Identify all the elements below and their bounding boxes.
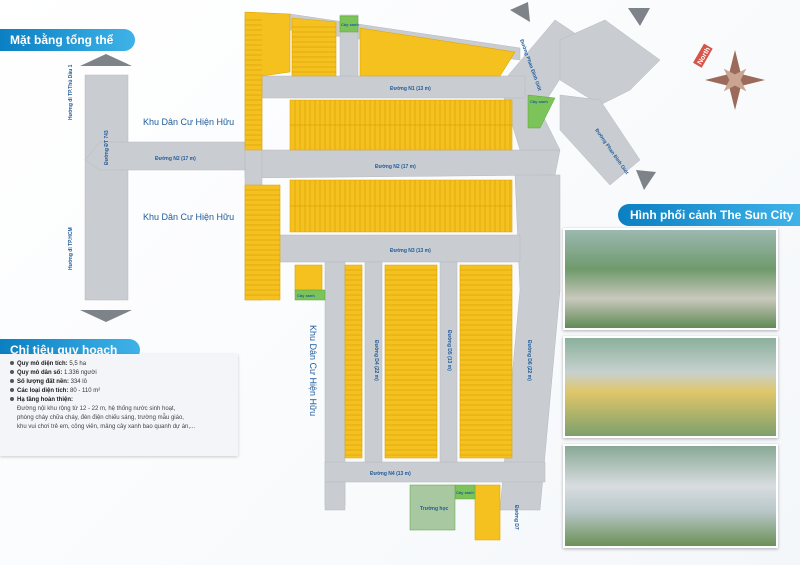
road-label-n2-west: Đường N2 (17 m) <box>155 156 196 162</box>
road-n4 <box>324 461 546 483</box>
lot-block-west-mid <box>244 184 281 301</box>
road-n3 <box>249 234 521 263</box>
arrow-ne-icon <box>628 8 650 26</box>
info-row-lots: Số lượng đất nền: 334 lô <box>10 378 232 387</box>
perspective-image-3 <box>563 444 778 548</box>
road-label-d4: Đường D4 (22 m) <box>373 340 379 381</box>
green-label-d3: Cây xanh <box>297 293 315 298</box>
road-label-dt743: Đường ĐT 743 <box>104 130 110 165</box>
lot-block-d3-west <box>294 264 323 291</box>
road-d6-spine <box>499 174 561 511</box>
area-label-existing-2: Khu Dân Cư Hiện Hữu <box>143 212 234 222</box>
road-dt743 <box>84 74 129 301</box>
infrastructure-desc-2: phòng cháy chữa cháy, đèn điện chiếu sán… <box>17 415 184 421</box>
green-area-top <box>339 15 359 33</box>
green-area-triangle <box>527 94 556 129</box>
planning-info-box: Quy mô diện tích: 5,5 ha Quy mô dân số: … <box>0 354 238 456</box>
green-label-top: Cây xanh <box>341 22 359 27</box>
road-d4 <box>364 261 383 463</box>
school-label: Trường học <box>420 506 449 512</box>
lot-block-d5 <box>459 264 513 459</box>
lot-block-top-left <box>244 11 291 151</box>
road-label-n2: Đường N2 (17 m) <box>375 164 416 170</box>
arrow-se-icon <box>636 170 656 190</box>
info-row-area: Quy mô diện tích: 5,5 ha <box>10 360 232 369</box>
road-east-arm <box>559 94 641 186</box>
road-label-d5: Đường D5 (13 m) <box>446 330 452 371</box>
road-lower-ext <box>324 481 346 511</box>
arrow-up-icon <box>80 54 132 66</box>
road-d5 <box>439 261 458 463</box>
compass-rose: North <box>693 43 765 110</box>
green-areas <box>294 15 556 531</box>
infrastructure-desc-3: khu vui chơi trẻ em, công viên, mảng cây… <box>17 424 196 430</box>
lot-grid <box>245 19 512 456</box>
road-label-n4: Đường N4 (13 m) <box>370 471 411 477</box>
road-label-thu-dau-mot: Hướng đi TP.Thủ Dầu 1 <box>68 64 74 120</box>
perspective-image-2 <box>563 336 778 438</box>
lot-block-south <box>474 484 501 541</box>
road-label-n1: Đường N1 (13 m) <box>390 86 431 92</box>
lot-block-d4 <box>384 264 438 459</box>
compass-north-badge <box>693 43 713 68</box>
perspective-header: Hình phối cảnh The Sun City <box>618 204 800 226</box>
road-label-n3: Đường N3 (13 m) <box>390 248 431 254</box>
info-row-sizes: Các loại diện tích: 80 - 110 m² <box>10 387 232 396</box>
arrow-nw-icon <box>510 2 530 22</box>
perspective-image-1 <box>563 228 778 330</box>
direction-arrows <box>80 2 656 322</box>
area-label-existing-1: Khu Dân Cư Hiện Hữu <box>143 117 234 127</box>
lot-block-d3 <box>344 264 363 459</box>
infrastructure-desc-1: Đường nội khu rộng từ 12 - 22 m, hệ thốn… <box>17 406 176 412</box>
green-area-d3 <box>294 289 326 301</box>
lot-block-top-d2 <box>359 27 516 77</box>
compass-inner-icon <box>723 68 747 92</box>
info-row-population: Quy mô dân số: 1.336 người <box>10 369 232 378</box>
school-area <box>409 484 456 531</box>
road-label-d7: Đường D7 <box>513 505 519 530</box>
arrow-down-icon <box>80 310 132 322</box>
master-plan-header: Mặt bằng tổng thể <box>0 29 135 51</box>
road-north-arm <box>559 19 661 106</box>
info-row-infrastructure: Hạ tầng hoàn thiện: <box>10 396 232 405</box>
green-label-south: Cây xanh <box>456 490 474 495</box>
green-label-triangle: Cây xanh <box>530 99 548 104</box>
area-label-existing-3: Khu Dân Cư Hiện Hữu <box>308 325 318 416</box>
road-label-hcm: Hướng đi TP.HCM <box>68 227 74 270</box>
road-label-d6: Đường D6 (22 m) <box>526 340 532 381</box>
